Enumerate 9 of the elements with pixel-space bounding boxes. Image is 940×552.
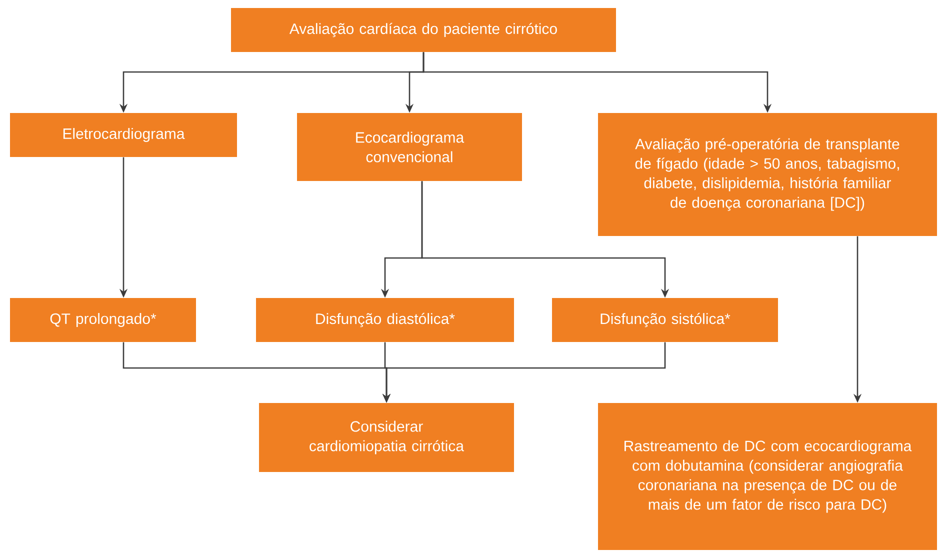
process-box: Disfunção diastólica* (256, 298, 514, 342)
process-box: Rastreamento de DC com ecocardiograma com dobutamina (considerar angiografia coronariana na presença de DC ou de mais de um fator de risco para DC) (598, 403, 937, 550)
process-box: Considerar cardiomiopatia cirrótica (259, 403, 514, 472)
process-box: Avaliação pré-operatória de transplante de fígado (idade > 50 anos, tabagismo, diabete, dislipidemia, história familiar de doença coronariana [DC]) (598, 113, 937, 236)
process-box: Avaliação cardíaca do paciente cirrótico (231, 8, 616, 52)
process-box: Ecocardiograma convencional (297, 113, 522, 181)
process-box: Eletrocardiograma (10, 113, 237, 157)
process-box: QT prolongado* (10, 298, 196, 342)
process-box: Disfunção sistólica* (552, 298, 778, 342)
